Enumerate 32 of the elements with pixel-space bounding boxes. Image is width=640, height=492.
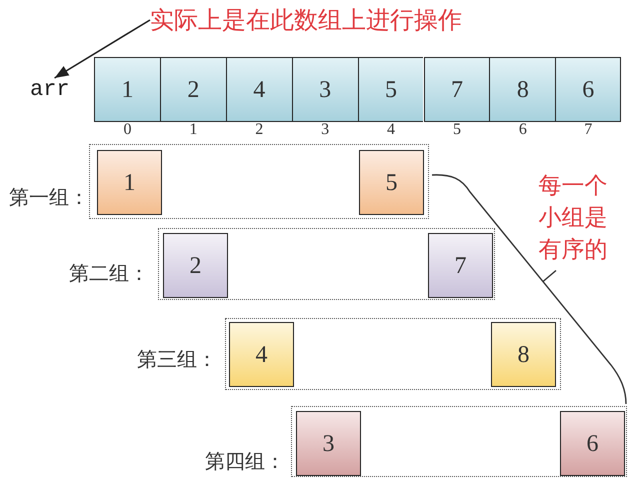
index-number: 6 — [518, 121, 527, 139]
element-box: 5 — [359, 150, 424, 215]
array-name: arr — [30, 78, 70, 102]
index-number: 5 — [452, 121, 461, 139]
group-label: 第四组： — [205, 450, 285, 472]
index-number: 0 — [123, 121, 132, 139]
index-number: 4 — [387, 121, 396, 139]
element-box: 4 — [229, 322, 294, 387]
group-label: 第二组： — [69, 262, 149, 284]
number: 7 — [450, 76, 463, 104]
group-label: 第三组： — [137, 348, 217, 370]
index-number: 2 — [255, 121, 264, 139]
number: 1 — [121, 76, 134, 104]
number: 8 — [516, 76, 529, 104]
index-number: 3 — [321, 121, 330, 139]
element-box: 1 — [97, 150, 162, 215]
annotation: 实际上是在此数组上进行操作 — [150, 4, 462, 36]
element-box: 8 — [491, 322, 556, 387]
number: 2 — [187, 76, 200, 104]
group-label: 第一组： — [9, 186, 89, 208]
note: 每一个小组是有序的 — [538, 172, 608, 265]
arrow — [54, 19, 150, 79]
element-box: 3 — [296, 411, 361, 476]
element-box: 6 — [560, 411, 625, 476]
element-box: 2 — [163, 233, 228, 298]
number: 5 — [385, 76, 398, 104]
index-number: 7 — [584, 121, 592, 139]
number: 3 — [319, 76, 332, 104]
index-number: 1 — [189, 121, 198, 139]
element-box: 7 — [428, 233, 493, 298]
number: 6 — [582, 76, 594, 104]
number: 4 — [253, 76, 266, 104]
